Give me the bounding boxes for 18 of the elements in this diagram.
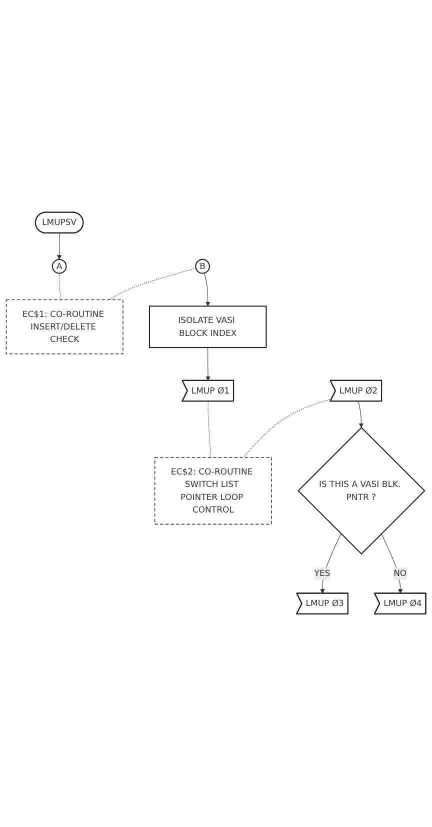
arrow [56, 233, 62, 260]
connector [59, 273, 62, 300]
node-box: EC$1: CO-ROUTINE INSERT/DELETE CHECK [6, 300, 124, 355]
arrow [320, 534, 342, 594]
node-diamond: IS THIS A VASI BLK. PNTR ? [298, 427, 426, 556]
arrow [358, 402, 364, 428]
node-box: ISOLATE VASI BLOCK INDEX [148, 306, 267, 348]
connector [108, 268, 196, 300]
connector [242, 398, 332, 458]
edge-label: NO [394, 568, 407, 579]
arrow [381, 534, 403, 594]
arrow [206, 348, 210, 382]
node-box: EC$2: CO-ROUTINE SWITCH LIST POINTER LOOP CONTROL [154, 457, 272, 526]
arrow [204, 273, 210, 307]
node-circle: B [195, 259, 210, 274]
connector [208, 402, 212, 458]
node-circle: A [52, 259, 67, 274]
edge-label: YES [314, 568, 330, 579]
